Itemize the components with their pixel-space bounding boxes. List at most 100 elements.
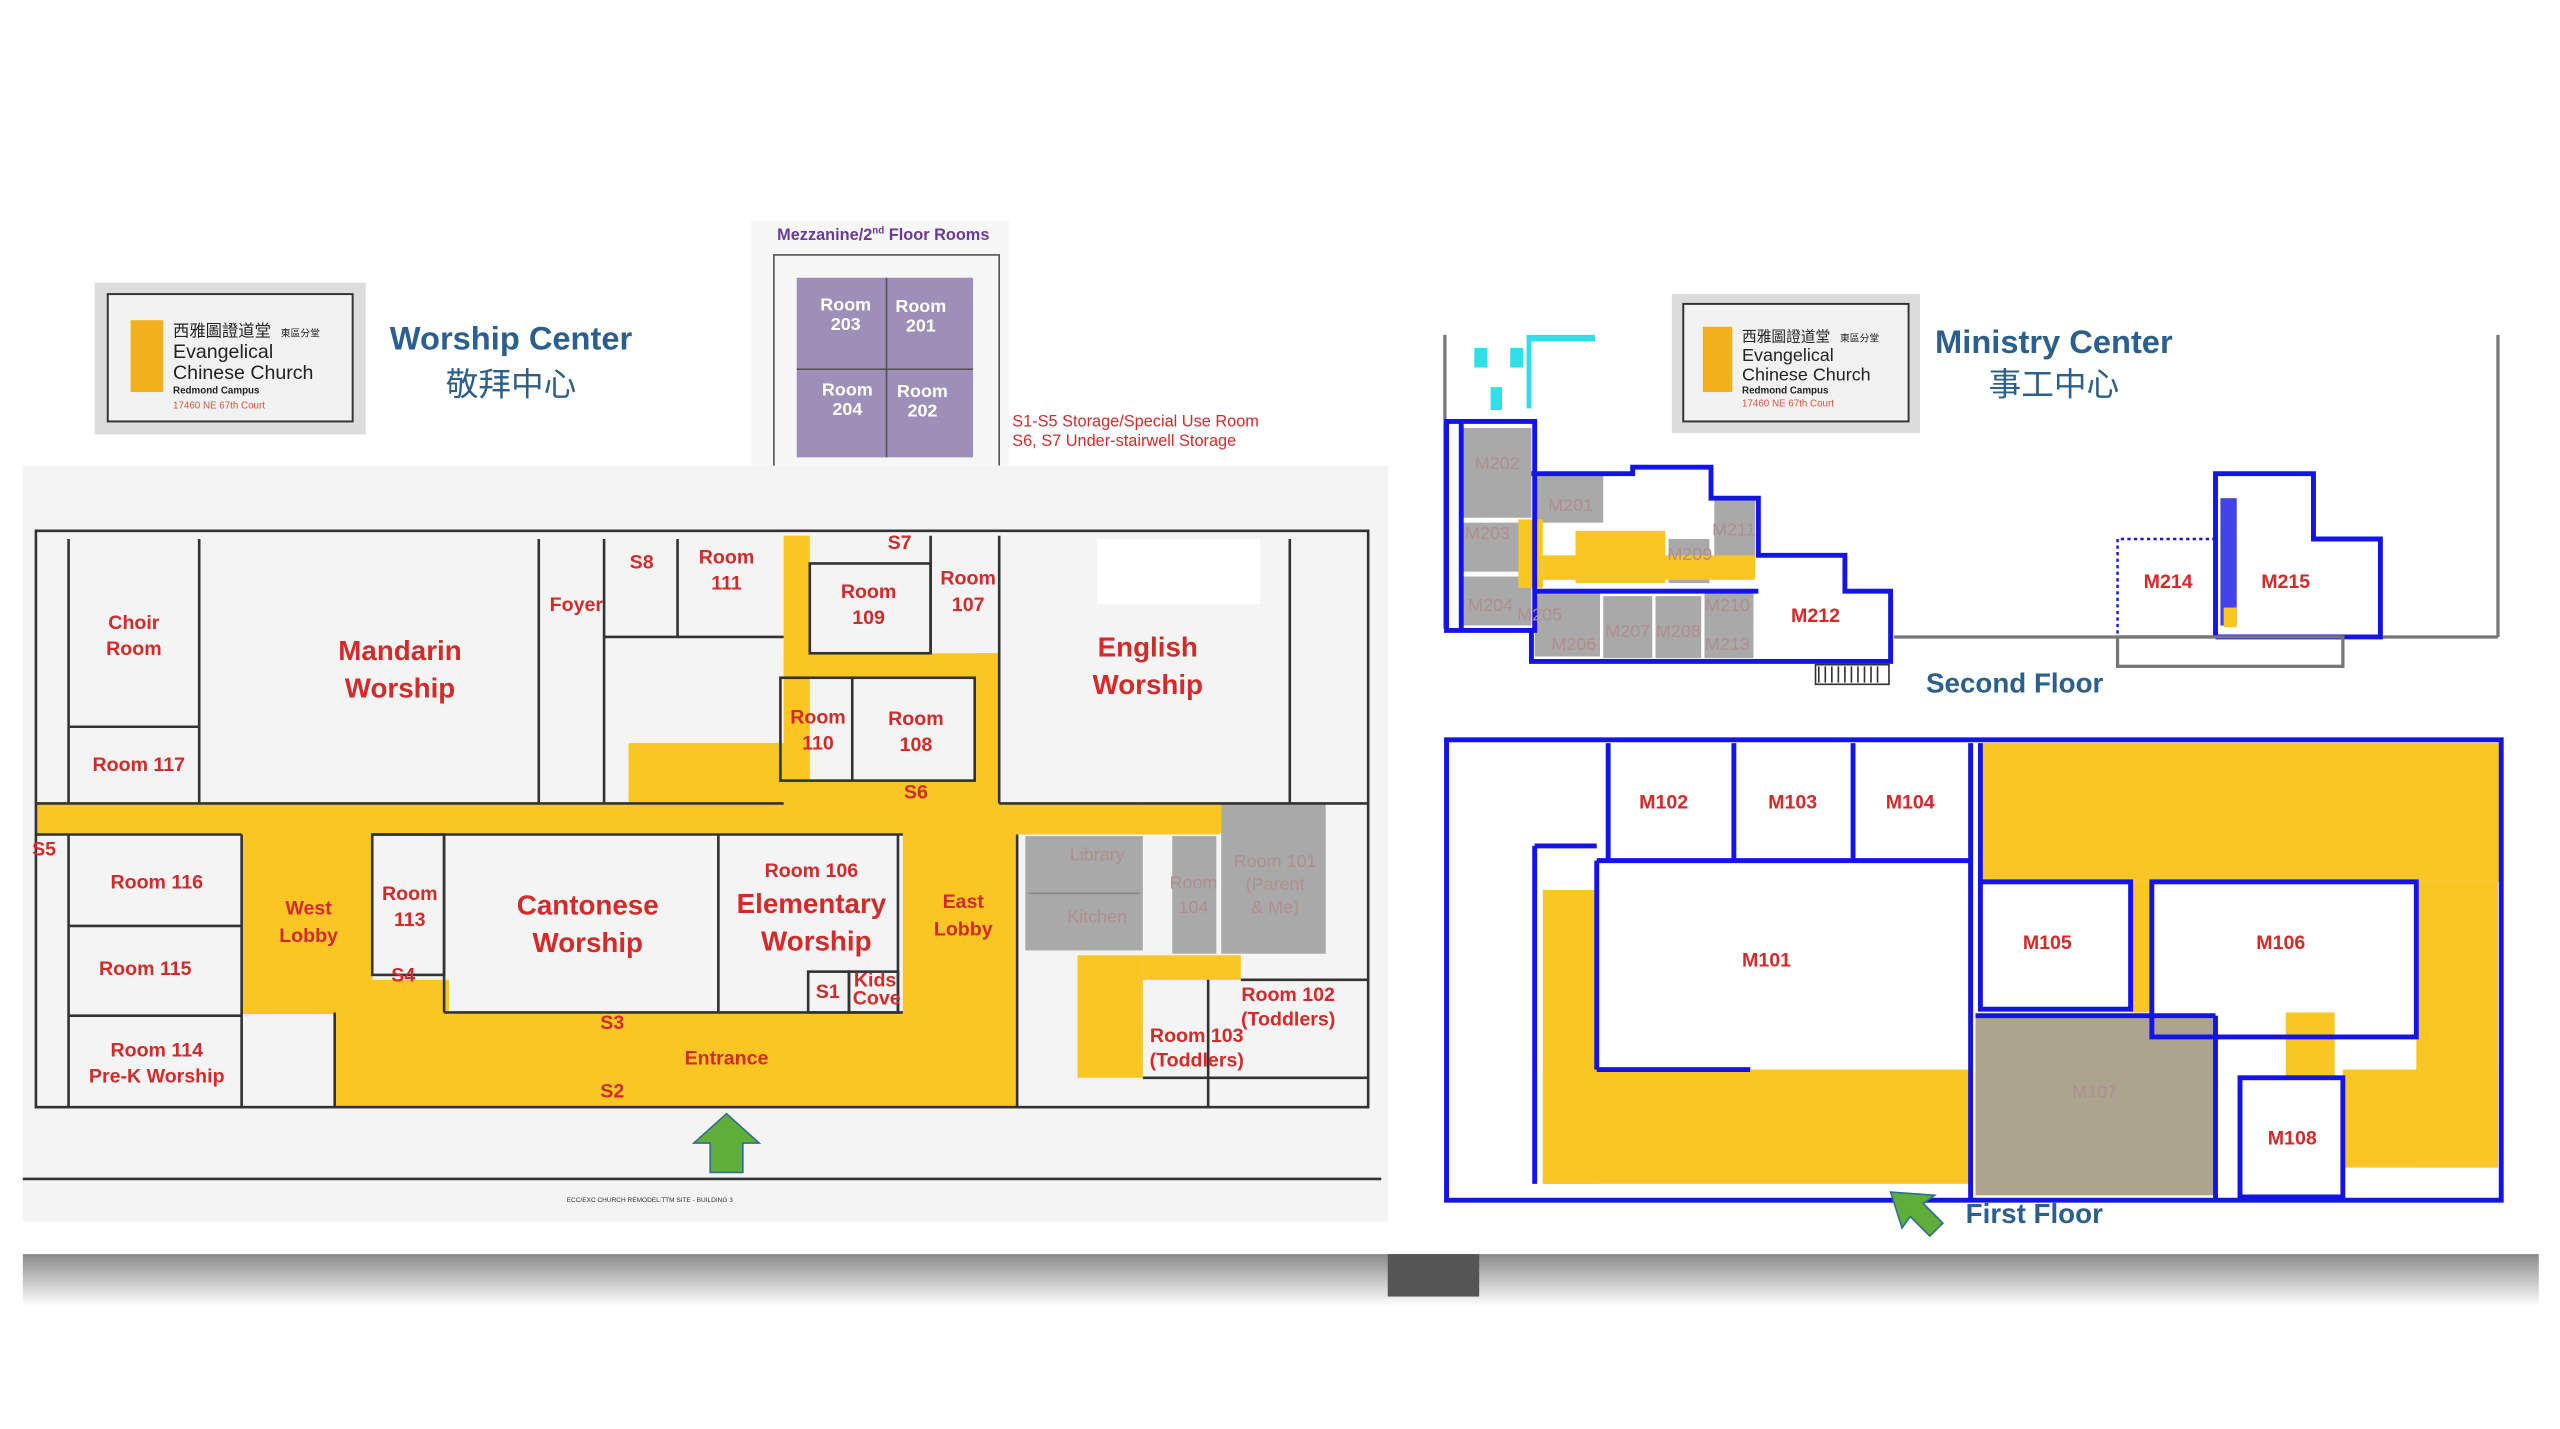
slide-shadow	[22, 1254, 2539, 1307]
mandarin-worship-label-2: Worship	[345, 672, 456, 703]
room-116-label: Room 116	[110, 871, 203, 893]
m206-label: M206	[1551, 634, 1596, 654]
s6-label: S6	[904, 782, 928, 804]
slide-shadow-dark	[1387, 1254, 1480, 1297]
east-lobby-label: East	[943, 891, 985, 913]
east-lobby-label-2: Lobby	[934, 919, 993, 941]
cantonese-worship-label: Cantonese	[517, 890, 659, 921]
m204-label: M204	[1468, 595, 1513, 615]
m202-label: M202	[1475, 453, 1520, 473]
kids-cove-label-2: Cove	[853, 987, 901, 1009]
second-floor-label: Second Floor	[1926, 667, 2104, 698]
room-101-label: Room 101	[1234, 851, 1317, 871]
room-104-number: 104	[1179, 897, 1209, 917]
room-110-label: Room	[790, 706, 845, 728]
m211-label: M211	[1712, 520, 1756, 540]
room-115-label: Room 115	[99, 958, 192, 980]
m209-label: M209	[1667, 544, 1712, 564]
entrance-label: Entrance	[685, 1048, 769, 1070]
room-110-number: 110	[802, 733, 834, 755]
logo-chinese-name: 西雅圖證道堂	[1742, 328, 1830, 345]
room-104-label: Room	[1170, 872, 1218, 892]
room-202-label: Room	[897, 381, 948, 401]
room-109-label: Room	[841, 581, 896, 603]
room-201-number: 201	[906, 316, 936, 336]
room-204-number: 204	[832, 399, 862, 419]
logo-address: 17460 NE 67th Court	[1742, 399, 1834, 410]
legend-understair: S6, S7 Under-stairwell Storage	[1012, 432, 1236, 450]
m207-label: M207	[1605, 621, 1650, 641]
ministry-center-logo: 西雅圖證道堂 東區分堂 Evangelical Chinese Church R…	[1671, 294, 1920, 433]
m101-label: M101	[1742, 950, 1791, 972]
m212-label: M212	[1791, 605, 1840, 627]
room-203-number: 203	[831, 314, 861, 334]
stair-icon	[1817, 666, 1879, 683]
logo-line2: Chinese Church	[1742, 365, 1871, 385]
worship-center-floor-plan: Choir Room Mandarin Worship Foyer S8 Roo…	[22, 465, 1388, 1222]
legend-storage: S1-S5 Storage/Special Use Room	[1012, 412, 1259, 430]
west-lobby-label-2: Lobby	[279, 925, 338, 947]
mezzanine-title: Mezzanine/2nd Floor Rooms	[777, 226, 989, 245]
room-101-parent: (Parent	[1246, 874, 1305, 894]
m210-label: M210	[1705, 595, 1750, 615]
room-203-label: Room	[820, 294, 871, 314]
m208-label: M208	[1656, 621, 1701, 641]
ministry-second-floor-plan: M202 M203 M204 M201 M205 M206 M207 M208 …	[1443, 334, 2500, 698]
m214-label: M214	[2144, 571, 2193, 593]
cantonese-worship-label-2: Worship	[533, 927, 644, 958]
room-114-label: Room 114	[110, 1040, 203, 1062]
logo-branch: 東區分堂	[281, 327, 320, 340]
s4-label: S4	[391, 964, 415, 986]
s3-label: S3	[600, 1012, 624, 1034]
room-109-number: 109	[852, 607, 885, 629]
m201-label: M201	[1548, 495, 1593, 515]
logo-chinese-name: 西雅圖證道堂	[173, 323, 271, 341]
m205-label: M205	[1517, 605, 1562, 625]
ministry-center-title: Ministry Center	[1935, 323, 2173, 360]
logo-address: 17460 NE 67th Court	[173, 400, 265, 411]
plan-caption: ECC/EXC CHURCH REMODEL TTM SITE - BUILDI…	[567, 1197, 734, 1204]
room-107-label: Room	[940, 568, 995, 590]
choir-room-label: Choir	[108, 612, 159, 634]
worship-center-logo: 西雅圖證道堂 東區分堂 Evangelical Chinese Church R…	[94, 282, 366, 435]
foyer-label: Foyer	[550, 594, 604, 616]
prek-worship-label: Pre-K Worship	[89, 1066, 225, 1088]
logo-line2: Chinese Church	[173, 362, 313, 384]
s2-label: S2	[600, 1080, 624, 1102]
room-103-label: Room 103	[1150, 1025, 1244, 1047]
room-113-label: Room	[382, 883, 437, 905]
kids-cove-label: Kids	[854, 969, 897, 991]
s1-label: S1	[816, 981, 840, 1003]
logo-campus: Redmond Campus	[173, 386, 260, 397]
m107-label: M107	[2072, 1081, 2117, 1101]
room-108-number: 108	[900, 734, 933, 756]
room-117-label: Room 117	[93, 754, 186, 776]
logo-campus: Redmond Campus	[1742, 386, 1829, 397]
choir-room-label-2: Room	[106, 638, 161, 660]
room-106-label: Room 106	[765, 860, 859, 882]
room-111-label: Room	[699, 546, 754, 568]
room-103-toddlers: (Toddlers)	[1150, 1049, 1244, 1071]
m203-label: M203	[1465, 523, 1510, 543]
english-worship-label: English	[1098, 632, 1198, 663]
room-108-label: Room	[888, 708, 943, 730]
m213-label: M213	[1705, 634, 1750, 654]
english-worship-label-2: Worship	[1093, 669, 1203, 700]
entrance-arrow-icon	[1889, 1191, 1945, 1238]
elementary-worship-label-2: Worship	[761, 925, 872, 956]
m102-label: M102	[1639, 791, 1688, 813]
m106-label: M106	[2256, 932, 2305, 954]
logo-branch: 東區分堂	[1840, 331, 1879, 344]
room-101-me: & Me)	[1251, 897, 1299, 917]
elementary-worship-label: Elementary	[737, 888, 887, 919]
logo-line1: Evangelical	[173, 341, 273, 363]
room-107-number: 107	[952, 594, 985, 616]
room-204-label: Room	[822, 379, 873, 399]
m105-label: M105	[2023, 932, 2072, 954]
library-label: Library	[1070, 845, 1125, 865]
mezzanine-plan: Mezzanine/2nd Floor Rooms Room 203 Room …	[751, 220, 1009, 495]
m103-label: M103	[1768, 791, 1817, 813]
s7-label: S7	[888, 532, 912, 554]
m215-label: M215	[2261, 571, 2310, 593]
kitchen-label: Kitchen	[1067, 907, 1127, 927]
